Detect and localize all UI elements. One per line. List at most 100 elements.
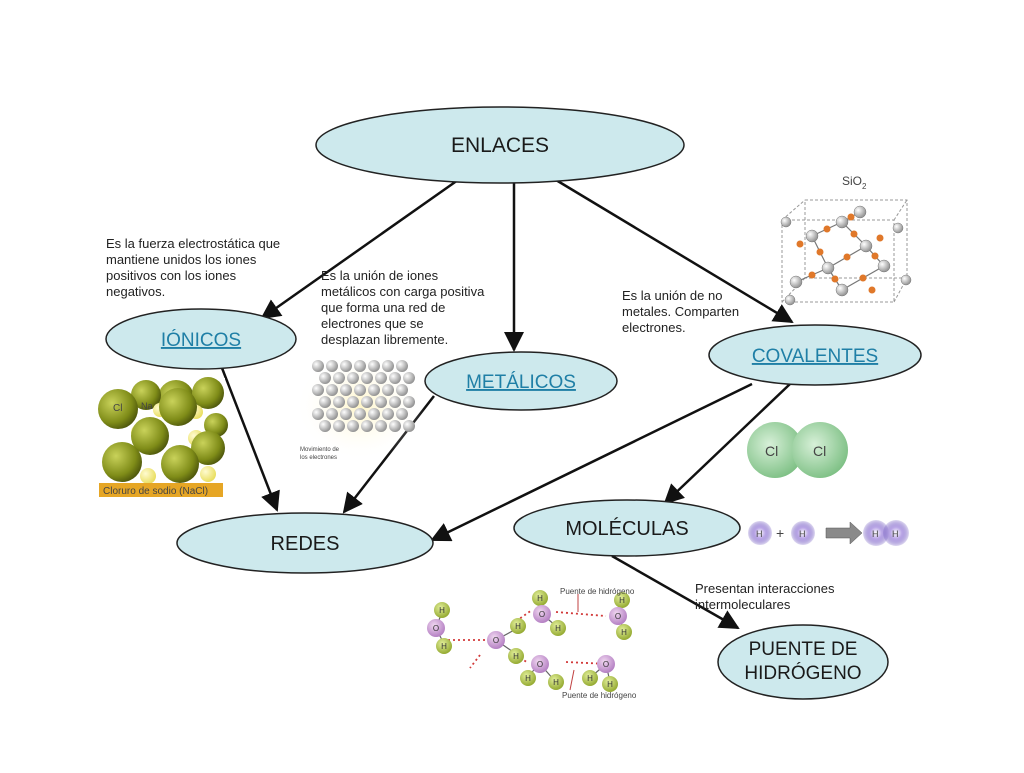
oxygen-atom [487,631,505,649]
oxygen-atom-label: O [433,624,439,633]
hydrogen-atom [508,648,524,664]
node-metalicos[interactable]: METÁLICOS [424,351,618,411]
oxygen-atom [609,607,627,625]
metal-atom [368,408,380,420]
metal-atom [361,420,373,432]
node-puente-label-line2: HIDRÓGENO [744,662,861,684]
metal-atom [347,396,359,408]
node-covalentes[interactable]: COVALENTES [708,324,922,386]
ionicos-description: Es la fuerza electrostática que mantiene… [106,236,281,299]
metal-atom [326,360,338,372]
oxygen-atom [533,605,551,623]
metalicos-description: Es la unión de iones metálicos con carga… [321,268,485,347]
oxygen-atom-label: O [603,660,609,669]
metal-atom [375,396,387,408]
metal-atom [361,372,373,384]
metal-atom [333,420,345,432]
cl2-molecule-image: Cl Cl [747,422,848,478]
nacl-caption: Cloruro de sodio (NaCl) [103,486,208,497]
nacl-ion-na-label: Na [141,401,153,411]
metal-atom [396,408,408,420]
hydrogen-atom [614,592,630,608]
sio2-label: SiO2 [842,174,867,191]
arrow-covalentes-redes [430,382,753,542]
h2-right-label: H [892,529,899,539]
puente-description: Presentan interacciones intermoleculares [695,581,835,612]
reaction-arrow-icon [825,521,863,545]
node-ionicos[interactable]: IÓNICOS [105,308,297,370]
sio2-lattice-image: SiO2 [780,174,912,306]
metal-atom [326,384,338,396]
node-metalicos-link[interactable]: METÁLICOS [466,372,576,393]
oxygen-atom [531,655,549,673]
node-puente-hidrogeno: PUENTE DE HIDRÓGENO [717,624,889,700]
hydrogen-atom-label: H [619,596,625,605]
node-covalentes-link[interactable]: COVALENTES [752,346,878,367]
nacl-caption-box [99,483,223,497]
metal-atom [382,408,394,420]
hydrogen-atom [582,670,598,686]
metal-atom [340,408,352,420]
cl-left-label: Cl [765,443,778,459]
hydrogen-atom [602,676,618,692]
metal-atom [368,384,380,396]
hydrogen-atom-label: H [621,628,627,637]
metal-atom [368,360,380,372]
oxygen-atom-label: O [537,660,543,669]
arrow-enlaces-covalentes [555,178,794,324]
metal-atom [319,396,331,408]
metal-atom [326,408,338,420]
h2-formation-image: H + H H H [748,520,909,546]
puente-label-top: Puente de hidrógeno [560,587,635,596]
metal-atom [389,396,401,408]
metal-atom [319,372,331,384]
metal-atom [354,360,366,372]
arrow-moleculas-puente [611,554,740,630]
h-atom-left-label: H [756,529,763,539]
metal-atom [354,384,366,396]
hydrogen-atom-label: H [555,624,561,633]
hydrogen-atom-label: H [441,642,447,651]
metal-atom [382,384,394,396]
hydrogen-atom [510,618,526,634]
metal-atom [375,420,387,432]
metal-atom [347,420,359,432]
oxygen-atom-label: O [493,636,499,645]
metal-atom [403,420,415,432]
metal-atom [312,384,324,396]
oxygen-atom-label: O [615,612,621,621]
node-moleculas: MOLÉCULAS [513,499,741,557]
hydrogen-atom-label: H [587,674,593,683]
h2-left-label: H [872,529,879,539]
metal-atom [403,372,415,384]
cl-right-label: Cl [813,443,826,459]
metal-atom [375,372,387,384]
metal-atom [361,396,373,408]
puente-pointer-bottom [569,669,575,691]
metal-atom [340,360,352,372]
node-enlaces: ENLACES [315,106,685,184]
arrow-covalentes-moleculas [663,383,791,505]
node-puente-label-line1: PUENTE DE [749,639,858,660]
node-enlaces-label: ENLACES [451,134,549,157]
hydrogen-atom [548,674,564,690]
hydrogen-atom-label: H [513,652,519,661]
movimiento-caption-line1: Movimiento de [300,447,340,453]
puente-label-bottom: Puente de hidrógeno [562,691,637,700]
metal-atom [333,396,345,408]
metal-atom [333,372,345,384]
hydrogen-atom-label: H [537,594,543,603]
hydrogen-atom [436,638,452,654]
plus-sign: + [776,525,784,541]
h-atom-right-label: H [799,529,806,539]
hydrogen-atom-label: H [525,674,531,683]
node-moleculas-label: MOLÉCULAS [565,517,688,540]
metal-atom [319,420,331,432]
hydrogen-atom-label: H [607,680,613,689]
oxygen-atom [427,619,445,637]
node-ionicos-link[interactable]: IÓNICOS [161,329,241,351]
node-redes: REDES [176,512,434,574]
arrow-enlaces-ionicos [260,178,459,320]
metal-atom [403,396,415,408]
